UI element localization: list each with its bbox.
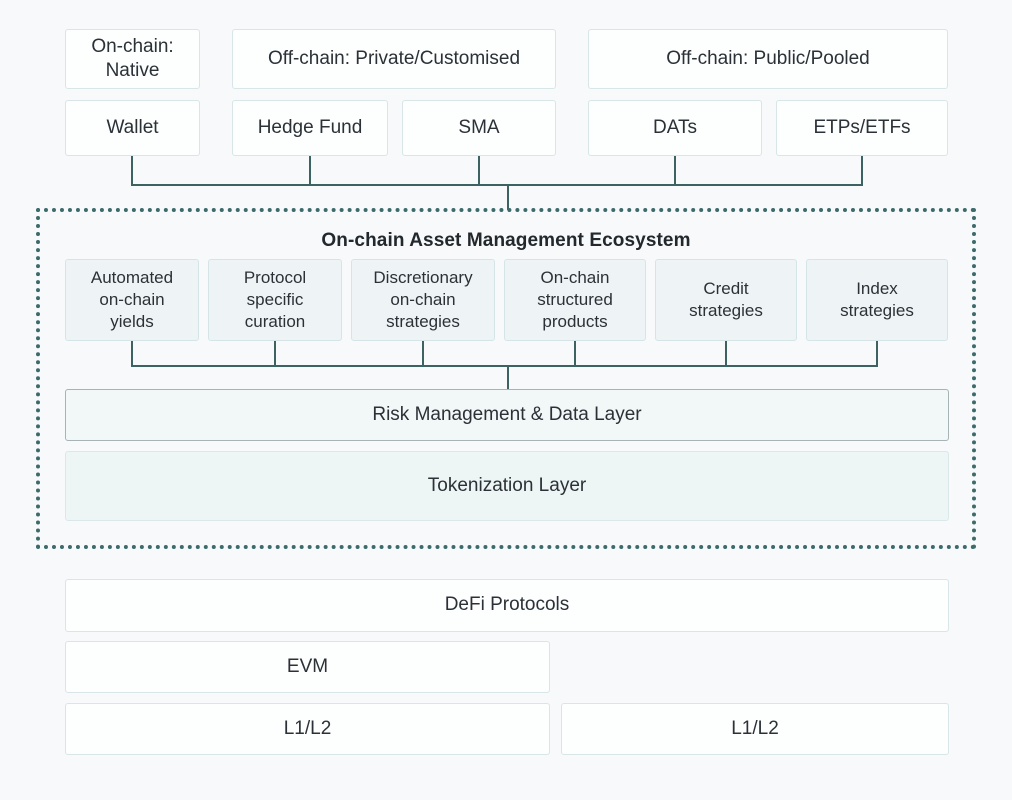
- infra-evm[interactable]: EVM: [65, 641, 550, 693]
- connector-dats-stem: [674, 156, 676, 186]
- infra-defi-protocols[interactable]: DeFi Protocols: [65, 579, 949, 632]
- ecosystem-title: On-chain Asset Management Ecosystem: [321, 230, 691, 251]
- connector-strategy-2-stem: [274, 341, 276, 367]
- vehicle-etps-etfs[interactable]: ETPs/ETFs: [776, 100, 948, 156]
- infra-l1-l2-right[interactable]: L1/L2: [561, 703, 949, 755]
- connector-strategy-1-stem: [131, 341, 133, 367]
- connector-busbar-to-ecosystem: [507, 184, 509, 210]
- channel-header-off-chain-public[interactable]: Off-chain: Public/Pooled: [588, 29, 948, 89]
- connector-strategy-4-stem: [574, 341, 576, 367]
- strategy-index-strategies[interactable]: Index strategies: [806, 259, 948, 341]
- strategy-discretionary-on-chain-strategies[interactable]: Discretionary on-chain strategies: [351, 259, 495, 341]
- connector-hedge-fund-stem: [309, 156, 311, 186]
- connector-etps-stem: [861, 156, 863, 186]
- connector-strategy-busbar: [131, 365, 878, 367]
- connector-strategy-5-stem: [725, 341, 727, 367]
- connector-strategy-3-stem: [422, 341, 424, 367]
- connector-vehicle-busbar: [131, 184, 863, 186]
- strategy-on-chain-structured-products[interactable]: On-chain structured products: [504, 259, 646, 341]
- connector-wallet-stem: [131, 156, 133, 186]
- vehicle-dats[interactable]: DATs: [588, 100, 762, 156]
- strategy-automated-on-chain-yields[interactable]: Automated on-chain yields: [65, 259, 199, 341]
- vehicle-sma[interactable]: SMA: [402, 100, 556, 156]
- ecosystem-container: [36, 208, 976, 549]
- vehicle-hedge-fund[interactable]: Hedge Fund: [232, 100, 388, 156]
- vehicle-wallet[interactable]: Wallet: [65, 100, 200, 156]
- strategy-protocol-specific-curation[interactable]: Protocol specific curation: [208, 259, 342, 341]
- connector-strategy-6-stem: [876, 341, 878, 367]
- strategy-credit-strategies[interactable]: Credit strategies: [655, 259, 797, 341]
- layer-tokenization[interactable]: Tokenization Layer: [65, 451, 949, 521]
- connector-sma-stem: [478, 156, 480, 186]
- channel-header-off-chain-private[interactable]: Off-chain: Private/Customised: [232, 29, 556, 89]
- connector-busbar-to-risk-layer: [507, 365, 509, 389]
- channel-header-on-chain-native[interactable]: On-chain: Native: [65, 29, 200, 89]
- layer-risk-management-and-data[interactable]: Risk Management & Data Layer: [65, 389, 949, 441]
- infra-l1-l2-left[interactable]: L1/L2: [65, 703, 550, 755]
